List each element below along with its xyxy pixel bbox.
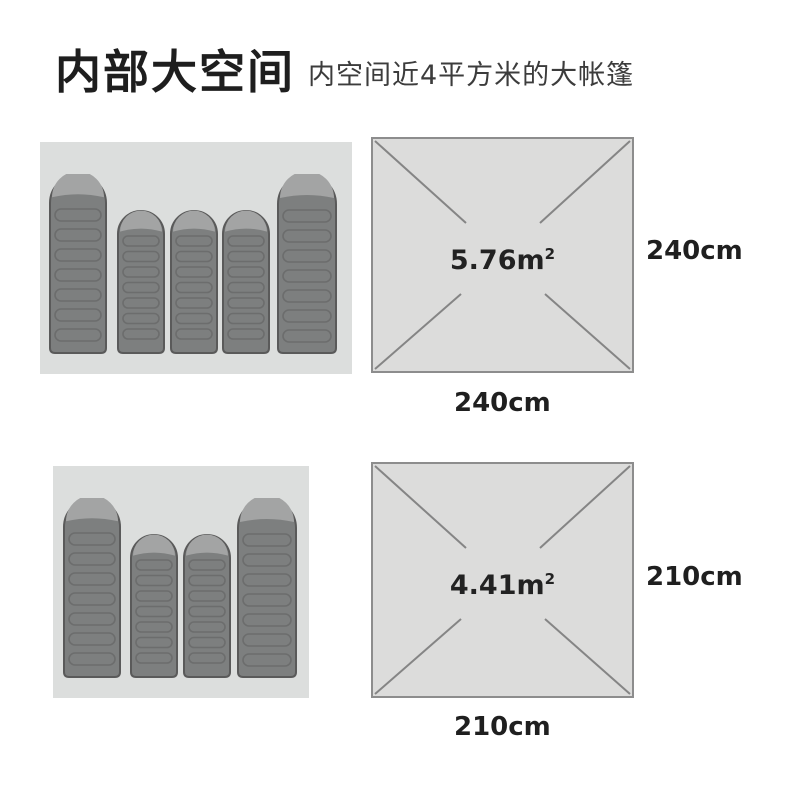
area-label: 4.41m2 bbox=[449, 570, 556, 601]
sleeping-bag-icon bbox=[222, 210, 270, 358]
page-title: 内部大空间 bbox=[55, 45, 295, 99]
floor-diagonals bbox=[374, 465, 631, 695]
sleeping-bag-icon bbox=[130, 534, 178, 682]
sleeping-bag-icon bbox=[170, 210, 218, 358]
depth-label: 210cm bbox=[646, 562, 743, 592]
sleeping-bag-icon bbox=[183, 534, 231, 682]
floor-diagonals bbox=[374, 140, 631, 370]
sleeping-bag-illustration-large bbox=[40, 142, 352, 374]
sleeping-bag-illustration-small bbox=[53, 466, 309, 698]
width-label: 240cm bbox=[454, 388, 551, 418]
sleeping-bag-icon bbox=[237, 495, 297, 682]
depth-label: 240cm bbox=[646, 236, 743, 266]
page-subtitle: 内空间近4平方米的大帐篷 bbox=[308, 60, 635, 91]
sleeping-bag-icon bbox=[63, 495, 121, 682]
sleeping-bag-icon bbox=[277, 171, 337, 358]
floor-plan-small: 4.41m2 bbox=[371, 462, 634, 698]
sleeping-bag-icon bbox=[117, 210, 165, 358]
area-label: 5.76m2 bbox=[449, 245, 556, 276]
width-label: 210cm bbox=[454, 712, 551, 742]
floor-plan-large: 5.76m2 bbox=[371, 137, 634, 373]
sleeping-bag-icon bbox=[49, 171, 107, 358]
